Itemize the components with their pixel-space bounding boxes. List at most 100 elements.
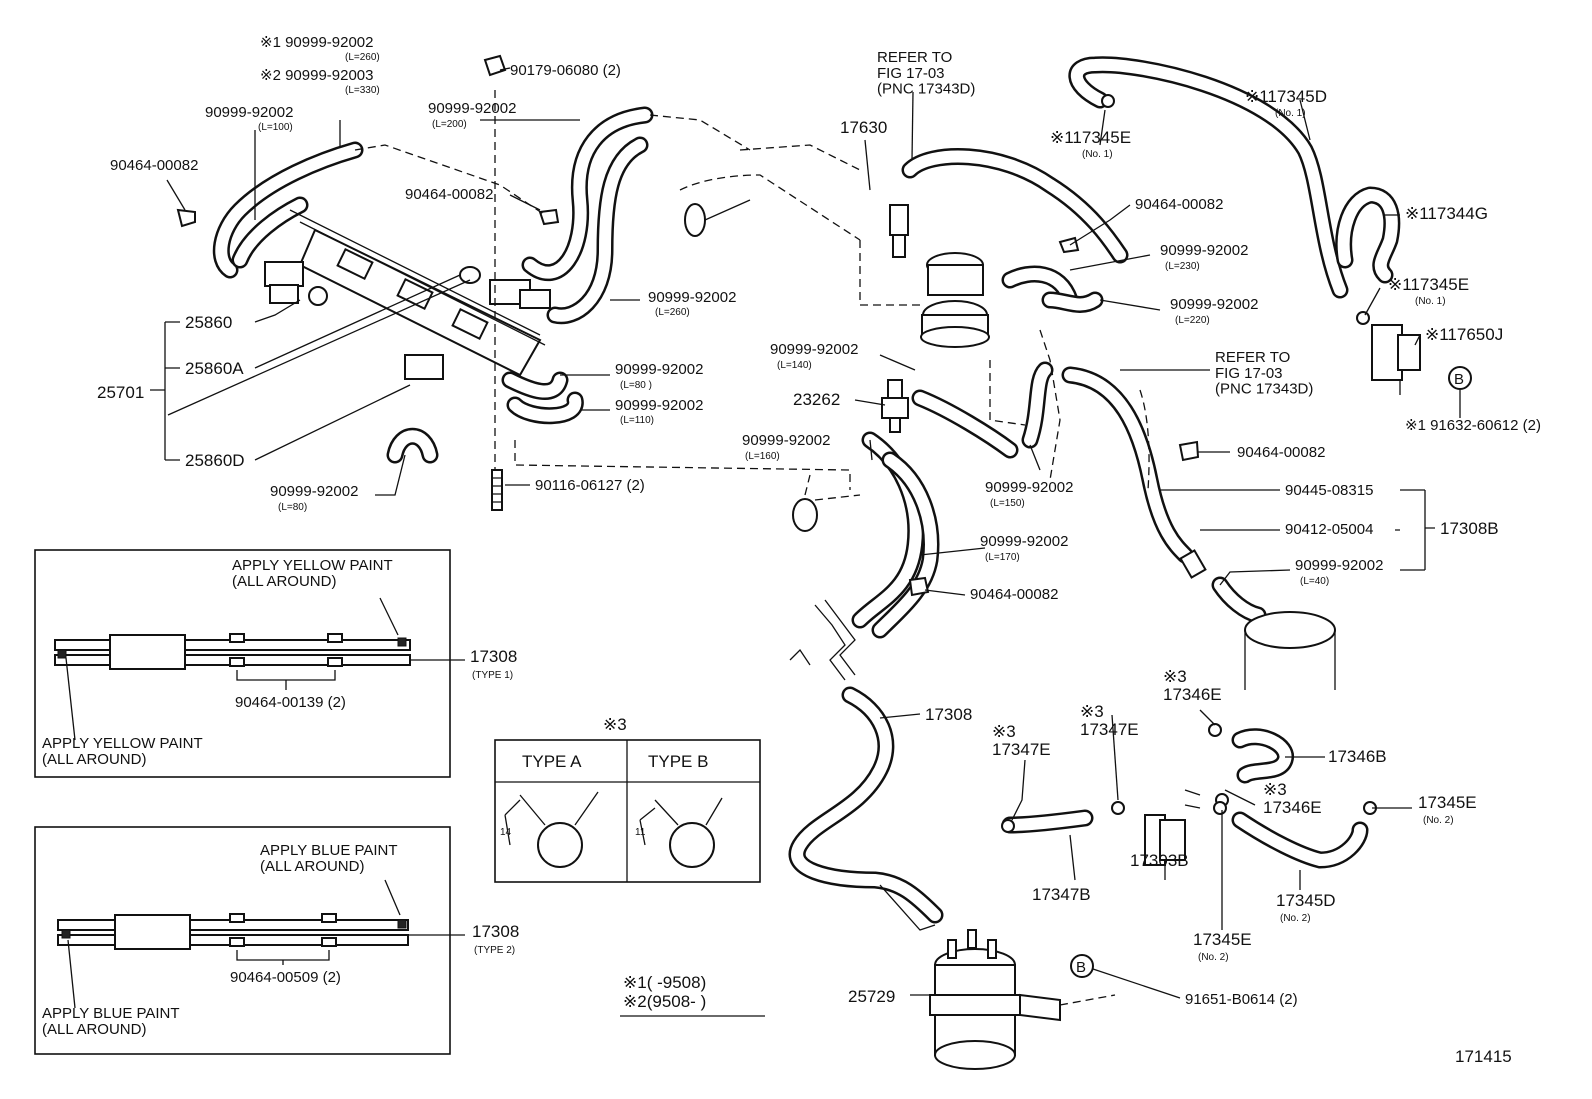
callout-label: 90464-00082 xyxy=(110,157,198,174)
callout-label: 25860D xyxy=(185,451,245,470)
callout-label: 17630 xyxy=(840,118,887,137)
inset1-part-sub: (TYPE 1) xyxy=(472,670,513,681)
date-legend: ※1( -9508) ※2(9508- ) xyxy=(620,973,765,1017)
callout-labels: ※1 90999-92002 (L=260) ※2 90999-92003 (L… xyxy=(97,34,1541,1008)
callout-sublabel: (L=80 ) xyxy=(620,380,652,391)
inset2-bottom-note: APPLY BLUE PAINT(ALL AROUND) xyxy=(42,1005,180,1038)
callout-label: 90464-00082 xyxy=(1135,196,1223,213)
callout-sublabel: (L=140) xyxy=(777,360,812,371)
fitting-23262 xyxy=(881,379,909,433)
callout-sublabel: (L=40) xyxy=(1300,576,1329,587)
callout-label: 17345D xyxy=(1276,891,1336,910)
callout-label: 90999-92002 xyxy=(1160,242,1248,259)
inset1-clip-label: 90464-00139 (2) xyxy=(235,694,346,711)
callout-label: 17308B xyxy=(1440,519,1499,538)
callout-label: 90179-06080 (2) xyxy=(510,62,621,79)
callout-sublabel: (L=230) xyxy=(1165,261,1200,272)
type-table: ※3 TYPE A TYPE B 14 11 xyxy=(494,715,761,883)
type-a-dimension: 14 xyxy=(500,827,512,838)
callout-sublabel: (L=260) xyxy=(655,307,690,318)
callout-label: 90116-06127 (2) xyxy=(535,477,645,494)
bolt-90116 xyxy=(491,469,503,511)
legend-line-1: ※1( -9508) xyxy=(623,973,706,992)
charcoal-valve-center xyxy=(889,204,990,348)
type-table-mark: ※3 xyxy=(603,715,627,734)
callout-label: 90464-00082 xyxy=(405,186,493,203)
callout-label: ※2 90999-92003 xyxy=(260,67,374,84)
callout-sublabel: (L=220) xyxy=(1175,315,1210,326)
inset2-part-sub: (TYPE 2) xyxy=(474,945,515,956)
callout-sublabel: (L=200) xyxy=(432,119,467,130)
marker-b-label: B xyxy=(1454,371,1464,388)
inset1-top-note: APPLY YELLOW PAINT(ALL AROUND) xyxy=(232,557,393,590)
callout-label: 90999-92002 xyxy=(648,289,736,306)
callout-sublabel: (No. 2) xyxy=(1280,913,1311,924)
callout-sublabel: (L=80) xyxy=(278,502,307,513)
callout-label: 90999-92002 xyxy=(1170,296,1258,313)
callout-sublabel: (L=110) xyxy=(620,415,654,426)
callout-label: ※1 90999-92002 xyxy=(260,34,374,51)
inset2-part: 17308 xyxy=(472,922,519,941)
callout-sublabel: (L=260) xyxy=(345,52,380,63)
diaphragm-top xyxy=(679,174,861,241)
clamp-icons xyxy=(176,94,1370,597)
callout-label: 25729 xyxy=(848,987,895,1006)
callout-label: ※117345E xyxy=(1388,275,1469,294)
callout-label: ※117344G xyxy=(1405,204,1488,223)
type-table-col-a: TYPE A xyxy=(522,752,582,771)
callout-label: 17308 xyxy=(925,705,972,724)
callout-label: 90999-92002 xyxy=(980,533,1068,550)
vsv-17650j xyxy=(1371,324,1421,395)
callout-label: 90464-00082 xyxy=(970,586,1058,603)
marker-b-top: B xyxy=(1448,366,1472,390)
callout-label: 25701 xyxy=(97,383,144,402)
vsv-bracket-25701 xyxy=(264,209,551,380)
dashed-connectors xyxy=(354,90,1061,490)
callout-label: 17345E xyxy=(1193,930,1252,949)
callout-label: ※117345E xyxy=(1050,128,1131,147)
callout-sublabel: (L=150) xyxy=(990,498,1025,509)
callout-label: 90999-92002 xyxy=(770,341,858,358)
callout-label: ※117345D xyxy=(1245,87,1327,106)
inset1-bottom-note: APPLY YELLOW PAINT(ALL AROUND) xyxy=(42,735,203,768)
callout-sublabel: (No. 1) xyxy=(1415,296,1446,307)
callout-sublabel: (L=170) xyxy=(985,552,1020,563)
fuel-line-bundle xyxy=(788,599,944,931)
marker-b-label: B xyxy=(1076,959,1086,976)
inset-type1: APPLY YELLOW PAINT(ALL AROUND) 90464-001… xyxy=(34,549,517,778)
callout-label: ※117650J xyxy=(1425,325,1503,344)
callout-label: 90999-92002 xyxy=(615,397,703,414)
callout-label: 90464-00082 xyxy=(1237,444,1325,461)
callout-label: 17347B xyxy=(1032,885,1091,904)
canister-right xyxy=(1139,389,1336,690)
callout-sublabel: (No. 2) xyxy=(1423,815,1454,826)
leader-lines xyxy=(150,67,1461,999)
callout-label: 23262 xyxy=(793,390,840,409)
callout-label: 90999-92002 xyxy=(270,483,358,500)
left-hose-group xyxy=(212,141,364,279)
callout-label: 90999-92002 xyxy=(615,361,703,378)
callout-label: 17346B xyxy=(1328,747,1387,766)
callout-label: 90999-92002 xyxy=(428,100,516,117)
callout-sublabel: (L=100) xyxy=(258,122,293,133)
callout-label: 17303B xyxy=(1130,851,1189,870)
callout-sublabel: (No. 2) xyxy=(1198,952,1229,963)
callout-sublabel: (L=160) xyxy=(745,451,780,462)
lower-right-parts xyxy=(1001,723,1377,869)
callout-label: 25860 xyxy=(185,313,232,332)
callout-sublabel: (No. 1) xyxy=(1082,149,1113,160)
type-table-col-b: TYPE B xyxy=(648,752,708,771)
callout-sublabel: (L=330) xyxy=(345,85,380,96)
callout-sublabel: (No. 1) xyxy=(1275,108,1306,119)
callout-label: ※1 91632-60612 (2) xyxy=(1405,417,1541,434)
callout-label: 90999-92002 xyxy=(205,104,293,121)
figure-number: 171415 xyxy=(1455,1047,1512,1066)
inset1-part: 17308 xyxy=(470,647,517,666)
